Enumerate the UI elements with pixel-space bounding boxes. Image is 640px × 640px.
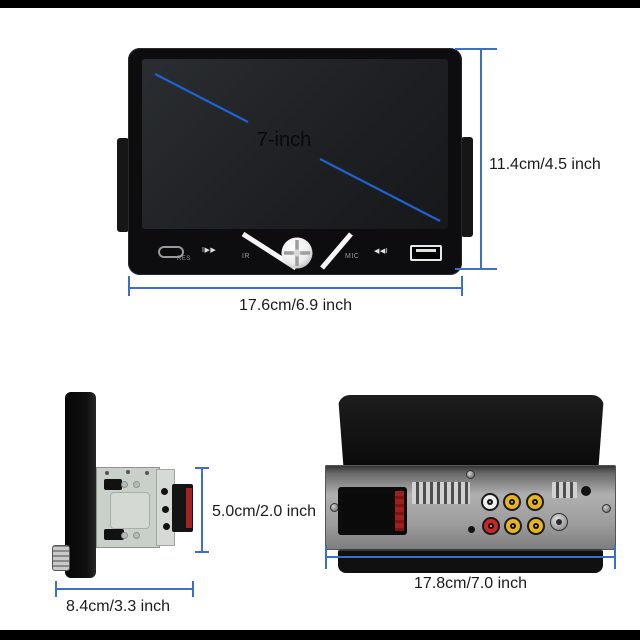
back-view-chassis <box>325 465 616 550</box>
side-depth-label: 8.4cm/3.3 inch <box>65 598 171 615</box>
display-screen: 7-inch <box>142 59 448 229</box>
letterbox-bottom <box>0 630 640 640</box>
back-width-line <box>325 556 616 558</box>
chassis-screw <box>602 504 611 513</box>
screw-hole <box>126 470 130 474</box>
antenna-jack[interactable] <box>550 513 568 531</box>
bracket-hole <box>162 506 169 513</box>
cage-slot <box>104 479 122 490</box>
screw-hole <box>145 471 149 475</box>
usb-port[interactable] <box>410 245 442 261</box>
height-dim-cap-bottom <box>455 268 497 270</box>
screen-size-label: 7-inch <box>256 129 312 151</box>
vent-hole <box>121 481 128 488</box>
front-mount-tab-right <box>461 137 473 237</box>
side-height-cap-bottom <box>195 551 209 553</box>
height-dim-cap-top <box>455 48 497 50</box>
usb-tongue <box>416 249 436 252</box>
chassis-screw <box>466 470 475 479</box>
front-width-label: 17.6cm/6.9 inch <box>239 297 352 314</box>
front-mount-tab-left <box>117 138 129 232</box>
side-view-rear-connector <box>172 484 193 532</box>
rear-hole <box>581 486 591 496</box>
rear-hole <box>468 526 475 533</box>
bracket-hole <box>163 523 170 530</box>
screen-diagonal-line <box>154 73 441 222</box>
rca-jack-white[interactable] <box>481 493 499 511</box>
vent-slats-right <box>552 482 577 498</box>
cage-plate <box>110 492 150 529</box>
prev-track-icon[interactable]: ◀◀I <box>374 248 389 255</box>
letterbox-top <box>0 0 640 8</box>
vent-slats-center <box>412 482 470 504</box>
back-view-base <box>338 549 603 573</box>
screw-hole <box>105 471 109 475</box>
side-view-knob <box>52 545 70 571</box>
height-dim-line <box>480 48 482 270</box>
iso-pin-grid <box>342 493 392 529</box>
back-width-tick-right <box>614 545 616 569</box>
rca-jack-red[interactable] <box>482 517 500 535</box>
side-view-screen-panel <box>65 392 96 578</box>
vent-hole <box>133 532 140 539</box>
vent-hole <box>121 532 128 539</box>
side-height-line <box>201 467 203 553</box>
width-dim-tick-left <box>128 276 130 296</box>
reset-hole[interactable] <box>158 246 184 258</box>
volume-knob[interactable] <box>281 237 313 269</box>
vent-hole <box>133 481 140 488</box>
side-depth-tick-right <box>192 581 194 597</box>
front-height-label: 11.4cm/4.5 inch <box>489 156 601 173</box>
side-view-mounting-cage <box>96 467 160 548</box>
reset-label: RES <box>177 256 191 262</box>
side-height-label: 5.0cm/2.0 inch <box>212 503 317 520</box>
side-depth-line <box>55 588 194 590</box>
bracket-hole <box>161 488 168 495</box>
ir-sensor-label: IR <box>242 253 250 260</box>
width-dim-tick-right <box>461 276 463 296</box>
back-view-screen-rear <box>338 395 604 465</box>
back-width-label: 17.8cm/7.0 inch <box>414 575 527 592</box>
iso-wiring-connector[interactable] <box>338 487 407 535</box>
mic-label: MIC <box>345 253 360 260</box>
iso-red-block <box>395 491 404 531</box>
connector-red-strip <box>186 488 192 528</box>
rca-jack-yellow[interactable] <box>503 493 521 511</box>
cage-slot <box>104 529 124 540</box>
width-dim-line <box>128 287 463 289</box>
next-track-icon[interactable]: I▶▶ <box>202 247 217 254</box>
rca-jack-yellow[interactable] <box>526 493 544 511</box>
head-unit-front-view: 7-inch RES I▶▶ IR MIC ◀◀I <box>128 48 462 275</box>
rca-jack-yellow[interactable] <box>504 517 522 535</box>
rca-jack-yellow[interactable] <box>527 517 545 535</box>
